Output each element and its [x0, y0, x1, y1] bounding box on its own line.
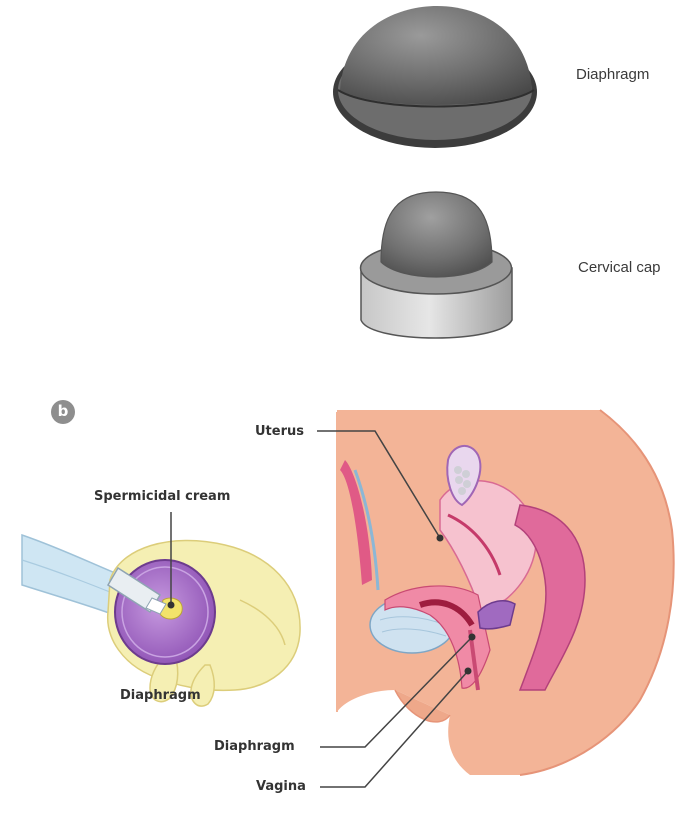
panel-b-badge: b: [51, 400, 75, 424]
pelvic-cross-section-illustration: [317, 409, 675, 788]
hand-with-diaphragm-illustration: [21, 512, 301, 707]
label-diaphragm-section: Diaphragm: [214, 739, 295, 754]
label-cervical-cap: Cervical cap: [578, 259, 661, 276]
label-uterus: Uterus: [255, 424, 304, 439]
diaphragm-device-illustration: [333, 6, 537, 148]
label-diaphragm-hand: Diaphragm: [120, 688, 201, 703]
label-vagina: Vagina: [256, 779, 306, 794]
cervical-cap-illustration: [359, 191, 513, 339]
label-diaphragm-device: Diaphragm: [576, 66, 650, 83]
label-spermicidal-cream: Spermicidal cream: [94, 489, 231, 504]
